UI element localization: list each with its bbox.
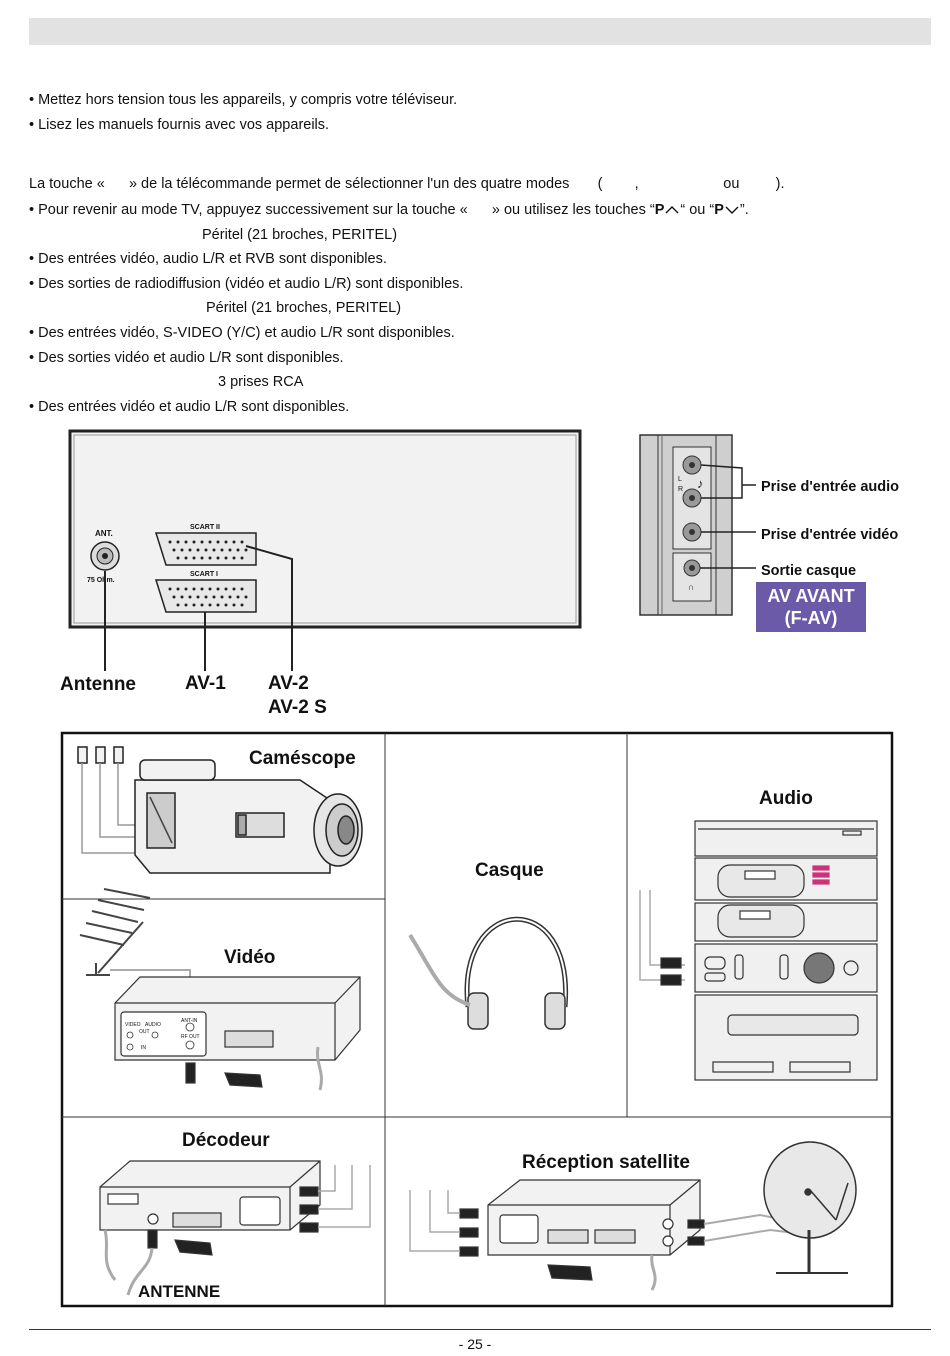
decoder-antenna-label: ANTENNE [138, 1282, 220, 1301]
p-up-key: P [654, 202, 665, 218]
jack-r-label: R [678, 486, 683, 493]
fav-badge-line1: AV AVANT [767, 586, 854, 606]
intro-bullet-2: • Lisez les manuels fournis avec vos app… [29, 117, 330, 133]
modes-description: La touche « » de la télécommande permet … [29, 176, 785, 192]
decoder-label: Décodeur [182, 1130, 270, 1151]
vcr-icon [114, 976, 361, 1091]
av2-bullet-2: • Des sorties vidéo et audio L/R sont di… [29, 350, 344, 366]
label-av2: AV-2 [268, 673, 309, 694]
chevron-up-icon [665, 206, 679, 214]
camcorder-label: Caméscope [249, 748, 356, 769]
intro-bullet-1: • Mettez hors tension tous les appareils… [29, 92, 458, 108]
svg-text:ANT-IN: ANT-IN [181, 1018, 198, 1024]
p-down-key: P [714, 202, 724, 218]
modes-return-instruction: • Pour revenir au mode TV, appuyez succe… [29, 202, 749, 218]
fav-badge [756, 582, 866, 632]
fav-badge-line2: (F-AV) [785, 608, 838, 628]
av1-bullet-1: • Des entrées vidéo, audio L/R et RVB so… [29, 251, 387, 267]
ant-label: ANT. [95, 529, 113, 538]
svg-text:OUT: OUT [139, 1029, 150, 1035]
headphones-icon [408, 916, 569, 1030]
label-av2s: AV-2 S [268, 697, 327, 718]
vcr-jack-labels: VIDEO AUDIO OUT IN ANT-IN RF OUT [125, 1018, 200, 1051]
svg-text:AUDIO: AUDIO [145, 1022, 161, 1028]
satellite-dish-icon [763, 1141, 857, 1274]
av1-connector: Péritel (21 broches, PERITEL) [202, 227, 398, 243]
av1-bullet-2: • Des sorties de radiodiffusion (vidéo e… [29, 276, 464, 292]
ohm-label: 75 Ohm. [87, 577, 115, 584]
jack-l-label: L [678, 476, 682, 483]
av2-connector: Péritel (21 broches, PERITEL) [206, 300, 402, 316]
headphone-icon: ∩ [688, 582, 694, 592]
audio-label: Audio [759, 788, 813, 809]
devices-diagram: Caméscope Casque Audio [60, 731, 894, 1308]
satellite-label: Réception satellite [522, 1152, 690, 1173]
headphone-output-label: Sortie casque [761, 563, 856, 579]
rear-panel-diagram: ANT. 75 Ohm. SCART II SCART I Antenne AV… [60, 429, 899, 718]
chevron-down-icon [725, 206, 739, 214]
section-header-bar [29, 18, 931, 45]
av2-bullet-1: • Des entrées vidéo, S-VIDEO (Y/C) et au… [29, 325, 455, 341]
satellite-receiver-icon [409, 1179, 813, 1291]
fav-bullet-1: • Des entrées vidéo et audio L/R sont di… [29, 399, 350, 415]
page-number: - 25 - [458, 1336, 492, 1352]
music-note-icon: ♪ [697, 476, 704, 491]
scart1-label: SCART I [190, 571, 218, 578]
fav-connector: 3 prises RCA [218, 374, 304, 390]
vcr-antenna-icon [79, 888, 191, 990]
svg-text:RF OUT: RF OUT [181, 1034, 200, 1040]
decoder-icon [99, 1160, 371, 1296]
scart2-label: SCART II [190, 524, 220, 531]
audio-input-label: Prise d'entrée audio [761, 479, 899, 495]
label-av1: AV-1 [185, 673, 226, 694]
video-input-label: Prise d'entrée vidéo [761, 527, 898, 543]
hifi-system-icon [639, 820, 878, 1081]
footer-divider [29, 1329, 931, 1330]
svg-text:VIDEO: VIDEO [125, 1022, 141, 1028]
svg-text:IN: IN [141, 1045, 146, 1051]
headphones-label: Casque [475, 860, 544, 881]
label-antenne: Antenne [60, 674, 136, 695]
vcr-label: Vidéo [224, 947, 275, 968]
camcorder-icon [77, 746, 363, 874]
